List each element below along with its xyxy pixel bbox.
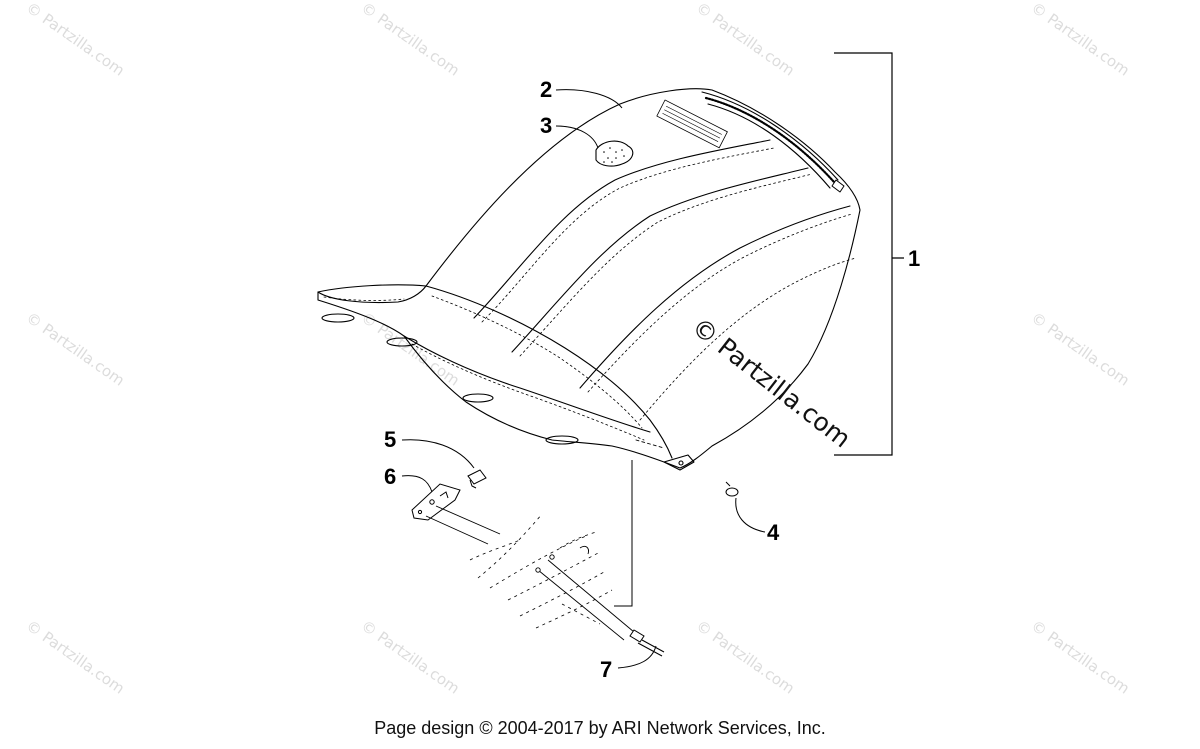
fastener-connector bbox=[614, 460, 633, 607]
seat-rear-zipper bbox=[704, 96, 836, 184]
fastener-screw bbox=[629, 629, 665, 657]
seat-rear-zipper bbox=[701, 91, 839, 181]
seat-mount-tab bbox=[386, 337, 418, 347]
seat-stripe bbox=[511, 167, 809, 353]
push-rivet bbox=[725, 481, 739, 497]
watermark-text: © Partzilla.com bbox=[693, 617, 798, 698]
leader-lines bbox=[401, 89, 766, 669]
seat-stripe bbox=[639, 257, 857, 421]
callout-number: 7 bbox=[600, 657, 612, 682]
seat-stripe bbox=[519, 173, 813, 357]
watermark-layer: © Partzilla.com © Partzilla.com © Partzi… bbox=[23, 0, 1133, 698]
callout-number: 4 bbox=[767, 520, 780, 545]
seat-stripe bbox=[473, 139, 771, 319]
seat-mount-ear bbox=[663, 454, 695, 471]
watermark-text: © Partzilla.com bbox=[23, 309, 128, 390]
copyright-footer: Page design © 2004-2017 by ARI Network S… bbox=[374, 718, 826, 738]
leader-line-6 bbox=[401, 475, 433, 493]
seat-edge-seam bbox=[425, 285, 673, 459]
leader-line-7 bbox=[617, 645, 657, 669]
watermark-text: © Partzilla.com bbox=[358, 309, 463, 390]
projection-lines bbox=[425, 505, 635, 641]
watermark-text: © Partzilla.com bbox=[23, 617, 128, 698]
seat-mount-tab bbox=[321, 313, 355, 323]
seat-stripe bbox=[481, 147, 775, 323]
seat-front-flap bbox=[317, 285, 427, 304]
nut bbox=[467, 469, 487, 489]
seat-assembly bbox=[317, 88, 861, 471]
seat-rear-zipper bbox=[707, 103, 831, 189]
leader-line-4 bbox=[735, 497, 766, 533]
seat-mount-tab bbox=[545, 435, 579, 445]
watermark-text: © Partzilla.com bbox=[358, 617, 463, 698]
callout-number: 5 bbox=[384, 427, 396, 452]
seat-front-flap-stitch bbox=[323, 296, 405, 301]
seat-side-stitch bbox=[411, 343, 645, 441]
leader-line-5 bbox=[401, 439, 475, 469]
seat-stripe bbox=[579, 205, 851, 389]
assembly-bracket bbox=[834, 52, 904, 456]
callout-number: 6 bbox=[384, 464, 396, 489]
watermark-text: © Partzilla.com bbox=[1028, 0, 1133, 80]
leader-line-2 bbox=[555, 89, 623, 109]
leader-line-3 bbox=[555, 125, 599, 149]
watermark-text: © Partzilla.com bbox=[23, 0, 128, 80]
mounting-holes bbox=[535, 545, 589, 573]
callout-number: 2 bbox=[540, 77, 552, 102]
seat-edge-stitch bbox=[431, 295, 643, 429]
seat-patch-texture bbox=[603, 147, 625, 163]
zipper-pull bbox=[831, 179, 845, 193]
watermark-text: © Partzilla.com bbox=[1028, 309, 1133, 390]
mount-bracket-plate bbox=[411, 483, 461, 521]
watermark-text: © Partzilla.com bbox=[358, 0, 463, 80]
seat-side-panel bbox=[403, 335, 651, 433]
seat-patch bbox=[595, 140, 634, 167]
seat-mount-hole bbox=[678, 460, 684, 466]
callout-number: 3 bbox=[540, 113, 552, 138]
watermark-text: © Partzilla.com bbox=[1028, 617, 1133, 698]
seat-stripe bbox=[587, 213, 853, 393]
callout-number: 1 bbox=[908, 246, 920, 271]
seat-logo bbox=[656, 99, 728, 149]
watermark-text: © Partzilla.com bbox=[693, 0, 798, 80]
seat-hidden-line bbox=[635, 439, 665, 449]
seat-mount-tab bbox=[462, 393, 494, 403]
watermark-large: © Partzilla.com bbox=[686, 312, 856, 454]
seat-outline bbox=[317, 88, 861, 469]
mounting-surface-sketch bbox=[469, 513, 613, 629]
